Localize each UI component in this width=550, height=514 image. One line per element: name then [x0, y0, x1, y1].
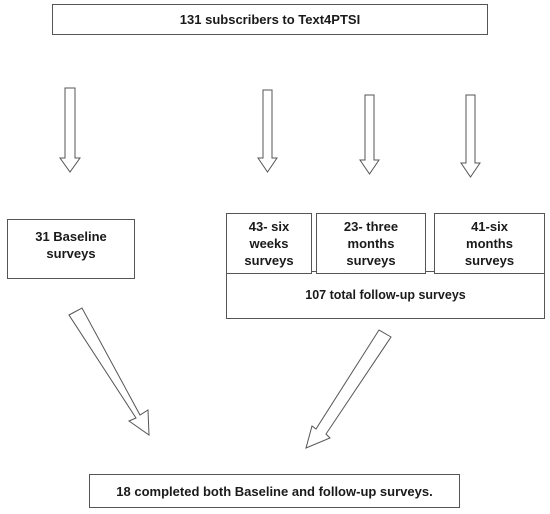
- arrow-to-three-months: [359, 94, 380, 175]
- total-followup-box: 107 total follow-up surveys: [226, 271, 545, 319]
- arrow-to-six-weeks: [257, 89, 278, 173]
- three-months-box: 23- three months surveys: [316, 213, 426, 274]
- six-weeks-box: 43- six weeks surveys: [226, 213, 312, 274]
- six-months-label: 41-six months surveys: [464, 219, 515, 268]
- arrow-followup-to-completed: [305, 329, 392, 449]
- subscribers-box: 131 subscribers to Text4PTSI: [52, 4, 488, 35]
- completed-both-label: 18 completed both Baseline and follow-up…: [116, 483, 433, 499]
- arrow-to-baseline: [59, 87, 81, 173]
- baseline-label: 31 Baseline surveys: [35, 229, 107, 261]
- subscribers-label: 131 subscribers to Text4PTSI: [179, 12, 361, 27]
- arrow-baseline-to-completed: [68, 307, 150, 436]
- six-weeks-label: 43- six weeks surveys: [244, 219, 294, 268]
- completed-both-box: 18 completed both Baseline and follow-up…: [89, 474, 460, 508]
- six-months-box: 41-six months surveys: [434, 213, 545, 274]
- three-months-label: 23- three months surveys: [343, 219, 399, 268]
- total-followup-label: 107 total follow-up surveys: [305, 288, 466, 302]
- arrow-to-six-months: [460, 94, 481, 178]
- baseline-box: 31 Baseline surveys: [7, 219, 135, 279]
